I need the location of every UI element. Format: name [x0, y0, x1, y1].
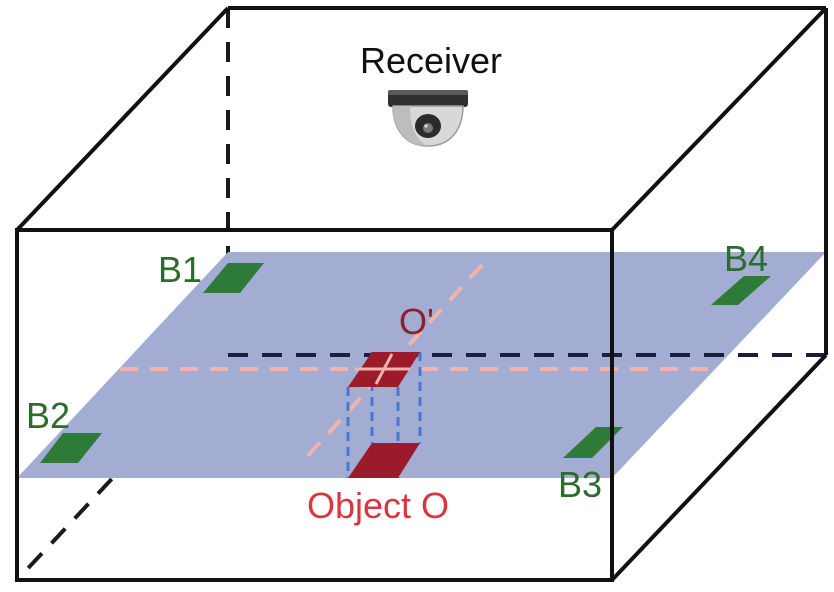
edge-top-left: [15, 6, 230, 232]
beacon-b4-marker: [711, 276, 771, 305]
beacons: [40, 263, 771, 463]
edge-top-right: [610, 6, 828, 232]
projection-crosshair: [355, 353, 410, 385]
beacon-b4-label: B4: [724, 238, 768, 279]
beacon-b3-marker: [563, 427, 623, 458]
object-label: Object O: [307, 485, 449, 526]
crosshair-diagonal: [374, 353, 394, 385]
horizontal-plane: [17, 252, 826, 478]
edge-bottom-right: [610, 353, 828, 582]
camera-lens: [423, 123, 433, 133]
beacon-b2-label: B2: [26, 395, 70, 436]
front-face: [15, 228, 614, 582]
dome-camera-icon: [388, 90, 468, 147]
room-box-edges: [15, 6, 828, 582]
camera-mount-highlight: [388, 90, 468, 95]
camera-lens-glint: [424, 124, 428, 128]
object-projection-label: O': [399, 301, 434, 342]
beacon-b1-marker: [203, 263, 264, 293]
camera-dome-shade: [393, 106, 428, 146]
object-marker: [348, 443, 420, 478]
beacon-b1-label: B1: [158, 249, 202, 290]
beacon-b2-marker: [40, 433, 102, 463]
receiver-label: Receiver: [360, 40, 502, 81]
beacon-b3-label: B3: [558, 464, 602, 505]
